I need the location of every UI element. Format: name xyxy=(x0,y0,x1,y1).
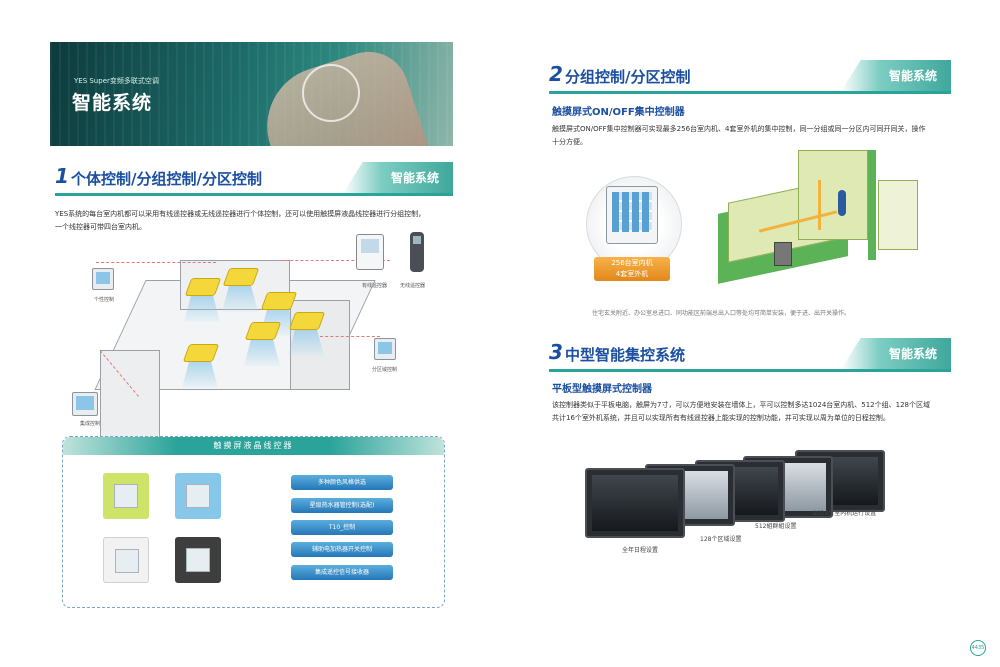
section-2-caption: 住宅玄关附近、办公室总进口、同功能区前端总出入口等处均可简单安装，便于进、出开关… xyxy=(592,310,851,317)
panel-blue xyxy=(175,473,221,519)
section-1-header: 1 个体控制/分组控制/分区控制 智能系统 xyxy=(55,162,453,196)
caption-groups: 512組群組设置 xyxy=(755,523,797,530)
label-wireless: 无线遥控器 xyxy=(400,283,426,289)
house-side-wall xyxy=(868,150,876,260)
section-title: 中型智能集控系统 xyxy=(565,346,686,364)
section-number: 1 xyxy=(55,164,69,188)
touch-button-grid xyxy=(612,192,652,232)
caption-year: 全年日程设置 xyxy=(622,547,659,554)
section-tag: 智能系统 xyxy=(343,162,453,193)
panel-screen xyxy=(115,549,139,573)
panel-green xyxy=(103,473,149,519)
hero-title: 智能系统 xyxy=(72,92,153,114)
tablet-screen xyxy=(592,475,678,531)
lcd-box-title: 触摸屏液晶线控器 xyxy=(63,437,444,455)
zone-controller xyxy=(374,338,396,360)
paragraph-line: YES系统的每台室内机都可以采用有线遥控器或无线遥控器进行个体控制，还可以使用触… xyxy=(55,210,426,218)
paragraph-line: 该控制器类似于平板电脑，触屏为7寸，可以方便地安装在墙体上，平可以控制多达102… xyxy=(552,401,930,409)
section-2-paragraph: 触摸屏式ON/OFF集中控制器可实现最多256台室内机、4套室外机的集中控制，同… xyxy=(552,123,952,149)
panel-black xyxy=(175,537,221,583)
paragraph-line: 共计16个室外机系统，并且可以实现所有有线遥控器上能实现的控制功能，并可实现以周… xyxy=(552,414,890,422)
badge-line: 256台室内机 xyxy=(611,259,653,267)
panel-screen xyxy=(186,548,210,572)
lcd-controller-box: 触摸屏液晶线控器 多种颜色风格供选 星级热水器管控制(选配) T10_控制 辅助… xyxy=(62,436,445,608)
floor-plan-diagram xyxy=(60,240,460,440)
connector-line xyxy=(320,336,380,337)
label-wired: 有线遥控器 xyxy=(362,283,388,289)
page-number: 4435 xyxy=(970,640,986,656)
section-2-header: 2 分组控制/分区控制 智能系统 xyxy=(549,60,951,94)
caption-zones: 128个区域设置 xyxy=(700,536,742,543)
feature-pill: 集成遥控信号接收器 xyxy=(291,565,393,580)
section-2-subhead: 触摸屏式ON/OFF集中控制器 xyxy=(552,107,685,118)
feature-pill: 多种颜色风格供选 xyxy=(291,475,393,490)
feature-pill: 星级热水器管控制(选配) xyxy=(291,498,393,513)
caption-units: 1024台室内机运行设置 xyxy=(813,510,877,517)
wired-remote xyxy=(356,234,384,270)
on-off-touch-panel xyxy=(606,186,658,244)
tablet-controllers xyxy=(585,450,915,540)
section-number: 2 xyxy=(549,62,563,86)
section-title: 个体控制/分组控制/分区控制 xyxy=(71,170,262,188)
person-figure xyxy=(838,190,846,216)
badge-line: 4套室外机 xyxy=(615,270,649,278)
label-group: 集成控制 xyxy=(80,421,101,427)
section-tag-label: 智能系统 xyxy=(888,69,937,83)
feature-pill: 辅助电加热器开关控制 xyxy=(291,542,393,557)
section-tag: 智能系统 xyxy=(841,338,951,369)
paragraph-line: 十分方便。 xyxy=(552,138,587,146)
section-3-subhead: 平板型触摸屏式控制器 xyxy=(552,384,652,395)
panel-white xyxy=(103,537,149,583)
panel-screen xyxy=(186,484,210,508)
hero-banner: YES Super变频多联式空调 智能系统 xyxy=(50,42,453,146)
label-individual: 个性控制 xyxy=(94,297,115,303)
connector-line xyxy=(96,262,216,263)
paragraph-line: 一个线控器可带四台室内机。 xyxy=(55,223,146,231)
section-3-header: 3 中型智能集控系统 智能系统 xyxy=(549,338,951,372)
touch-ring-icon xyxy=(302,64,360,122)
paragraph-line: 触摸屏式ON/OFF集中控制器可实现最多256台室内机、4套室外机的集中控制，同… xyxy=(552,125,926,133)
floor-left-wall xyxy=(100,350,160,440)
section-1-paragraph: YES系统的每台室内机都可以采用有线遥控器或无线遥控器进行个体控制，还可以使用触… xyxy=(55,208,455,234)
outdoor-unit xyxy=(774,242,792,266)
section-title: 分组控制/分区控制 xyxy=(565,68,691,86)
individual-controller xyxy=(92,268,114,290)
hero-subtitle: YES Super变频多联式空调 xyxy=(74,77,159,85)
wiring-line xyxy=(818,180,821,230)
section-tag-label: 智能系统 xyxy=(888,347,937,361)
wireless-remote xyxy=(410,232,424,272)
panel-screen xyxy=(114,484,138,508)
house-illustration xyxy=(718,150,918,284)
label-zone: 分区域控制 xyxy=(372,367,398,373)
capacity-badge: 256台室内机 4套室外机 xyxy=(594,257,670,281)
section-number: 3 xyxy=(549,340,563,364)
section-tag: 智能系统 xyxy=(841,60,951,91)
section-3-paragraph: 该控制器类似于平板电脑，触屏为7寸，可以方便地安装在墙体上，平可以控制多达102… xyxy=(552,399,952,425)
section-tag-label: 智能系统 xyxy=(390,171,439,185)
house-back-room xyxy=(878,180,918,250)
connector-line xyxy=(280,260,390,261)
group-controller xyxy=(72,392,98,416)
tablet-schedule xyxy=(585,468,685,538)
feature-pill: T10_控制 xyxy=(291,520,393,535)
house-room xyxy=(798,150,868,240)
